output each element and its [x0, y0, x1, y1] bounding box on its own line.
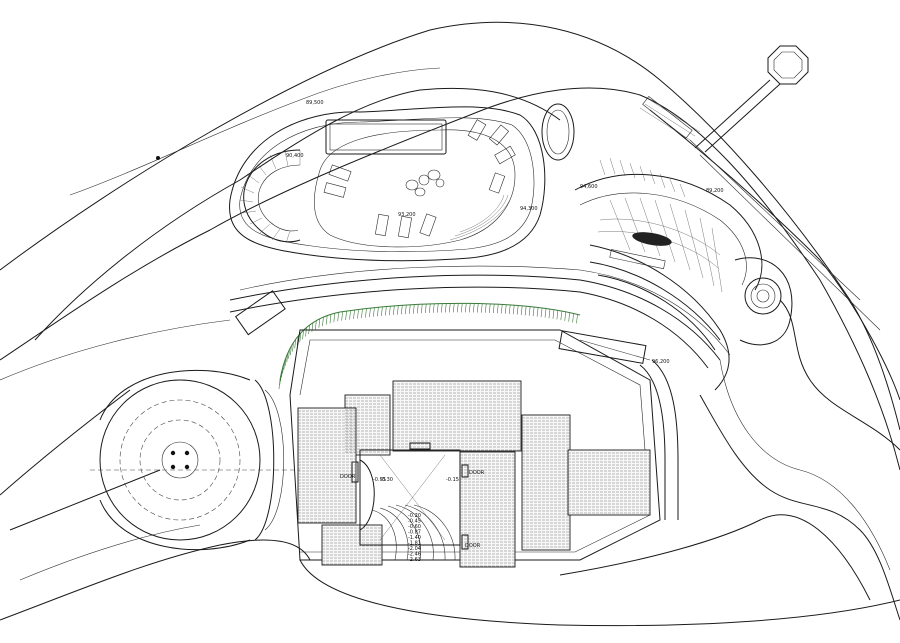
step-level-label: -2.46 — [408, 552, 421, 558]
rock-cluster — [405, 169, 445, 197]
door-right-upper: DOOR — [469, 470, 485, 476]
elevation-90400: 90,400 — [286, 153, 304, 159]
roof-e — [567, 449, 651, 516]
level-center: -0.30 — [380, 477, 393, 483]
courtyard — [359, 449, 461, 546]
step-level-label: -1.81 — [408, 541, 421, 547]
level-left: -0.55 — [373, 477, 386, 483]
loungers — [323, 119, 516, 239]
elevation-89200: 89,200 — [706, 188, 724, 194]
spiral-stair — [239, 149, 301, 244]
oval-pond — [541, 103, 575, 161]
house-roofs — [297, 380, 651, 568]
amphitheater — [574, 157, 793, 391]
roof-c — [392, 380, 522, 452]
step-level-label: -0.20 — [408, 513, 421, 519]
step-level-label: -0.87 — [408, 530, 421, 536]
elevation-96200: 96,200 — [652, 359, 670, 365]
driveway — [229, 265, 731, 520]
roof-b — [297, 407, 357, 524]
upper-garden — [229, 103, 575, 262]
boat-shape — [632, 232, 672, 246]
elevation-94300: 94,300 — [520, 206, 538, 212]
parking-box — [234, 290, 286, 336]
roundabout — [90, 369, 300, 551]
floor-level-labels: -0.55 -0.30 -0.15 DOOR DOOR DOOR -0.20-0… — [340, 470, 485, 563]
door-right-lower: DOOR — [465, 543, 481, 549]
terrain-lines — [0, 21, 900, 627]
hedge-line — [278, 302, 581, 390]
survey-point — [156, 156, 160, 160]
door-left: DOOR — [340, 474, 356, 480]
gate-structure — [558, 330, 647, 364]
circle-feature — [744, 277, 782, 315]
roof-d — [521, 414, 571, 551]
step-level-label: -2.04 — [408, 546, 421, 552]
step-level-label: -2.63 — [408, 557, 421, 563]
elevation-89500: 89,500 — [306, 100, 324, 106]
elevation-labels: 89,500 90,400 93,200 94,300 94,600 89,20… — [286, 100, 724, 365]
level-right: -0.15 — [446, 477, 459, 483]
elevation-93200: 93,200 — [398, 212, 416, 218]
pool — [325, 119, 447, 155]
step-level-label: -0.45 — [408, 519, 421, 525]
step-level-label: -0.60 — [408, 524, 421, 530]
elevation-94600: 94,600 — [580, 184, 598, 190]
lookout-tower — [639, 45, 809, 153]
step-level-label: -1.40 — [408, 535, 421, 541]
